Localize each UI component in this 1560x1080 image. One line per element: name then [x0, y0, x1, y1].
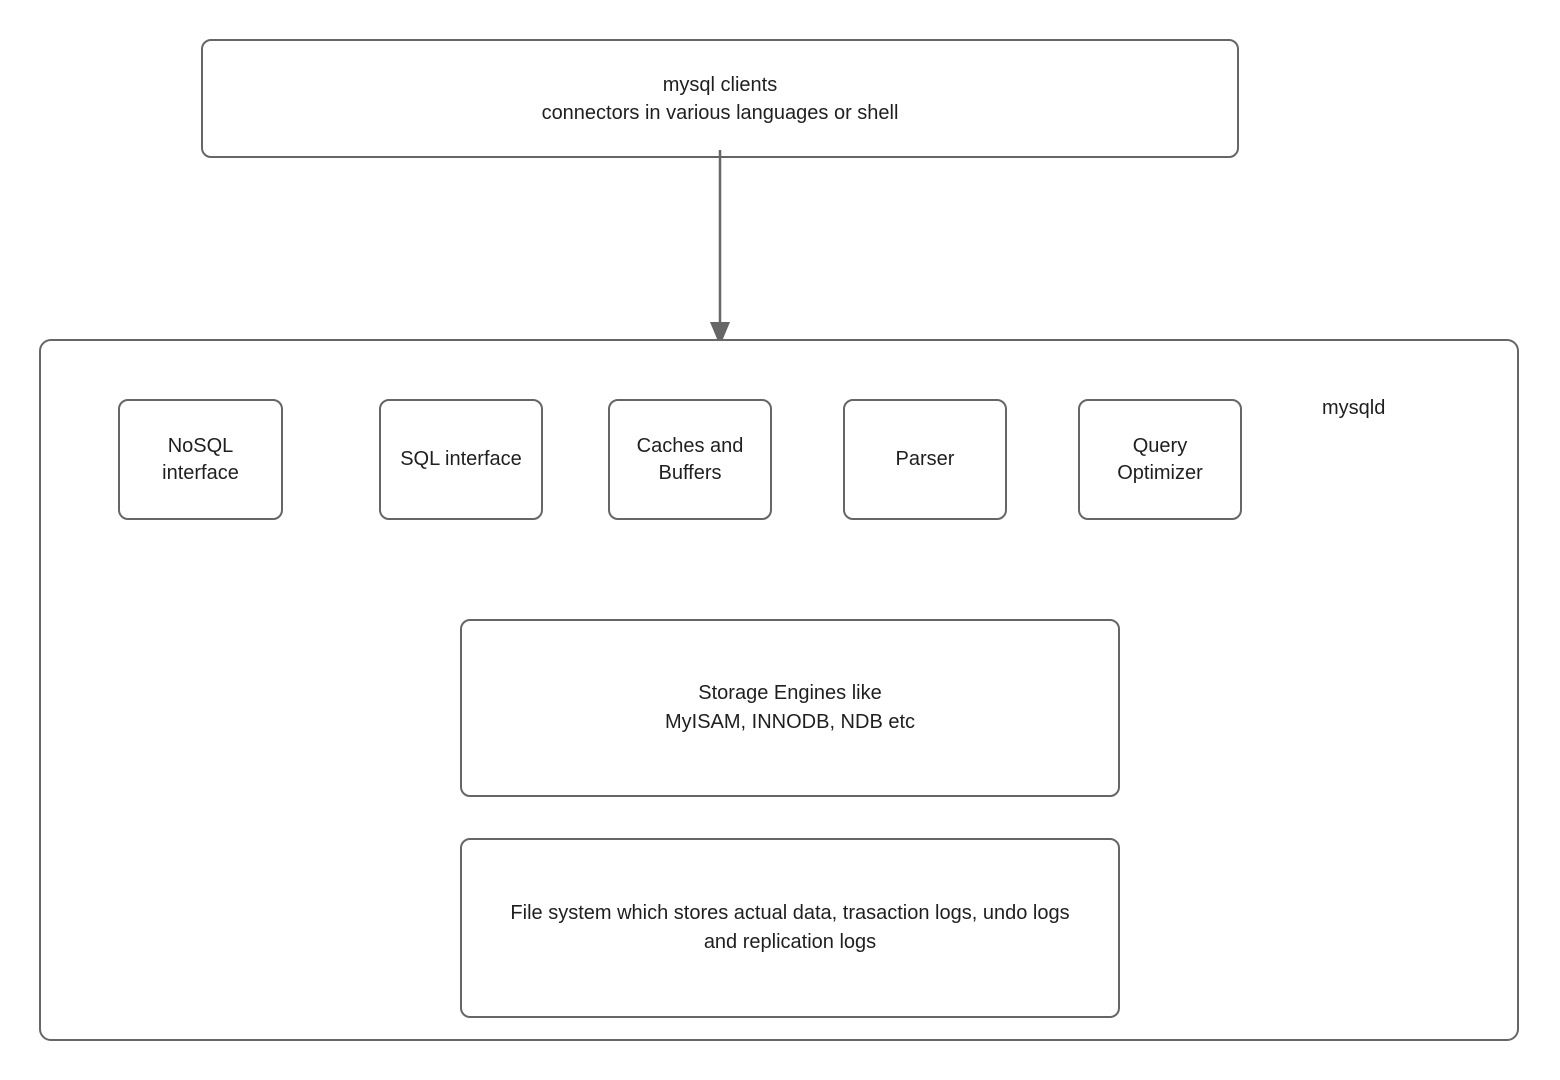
file-system-label: File system which stores actual data, tr… [510, 902, 1070, 953]
mysql-clients-label: mysql clients connectors in various lang… [541, 73, 899, 124]
query-optimizer-node[interactable]: Query Optimizer [1078, 399, 1242, 520]
parser-label: Parser [895, 448, 955, 470]
storage-engines-node[interactable]: Storage Engines like MyISAM, INNODB, NDB… [460, 619, 1120, 797]
arrow-clients-to-mysqld [710, 150, 730, 346]
sql-interface-label: SQL interface [400, 448, 522, 470]
caches-buffers-label: Caches and Buffers [636, 434, 744, 484]
caches-buffers-node[interactable]: Caches and Buffers [608, 399, 772, 520]
parser-node[interactable]: Parser [843, 399, 1007, 520]
file-system-node[interactable]: File system which stores actual data, tr… [460, 838, 1120, 1018]
mysql-clients-node[interactable]: mysql clients connectors in various lang… [201, 39, 1239, 158]
storage-engines-label: Storage Engines like MyISAM, INNODB, NDB… [664, 682, 916, 733]
query-optimizer-label: Query Optimizer [1117, 434, 1203, 484]
nosql-interface-label: NoSQL interface [162, 434, 239, 484]
mysqld-title-label: mysqld [1322, 397, 1386, 419]
nosql-interface-node[interactable]: NoSQL interface [118, 399, 283, 520]
sql-interface-node[interactable]: SQL interface [379, 399, 543, 520]
